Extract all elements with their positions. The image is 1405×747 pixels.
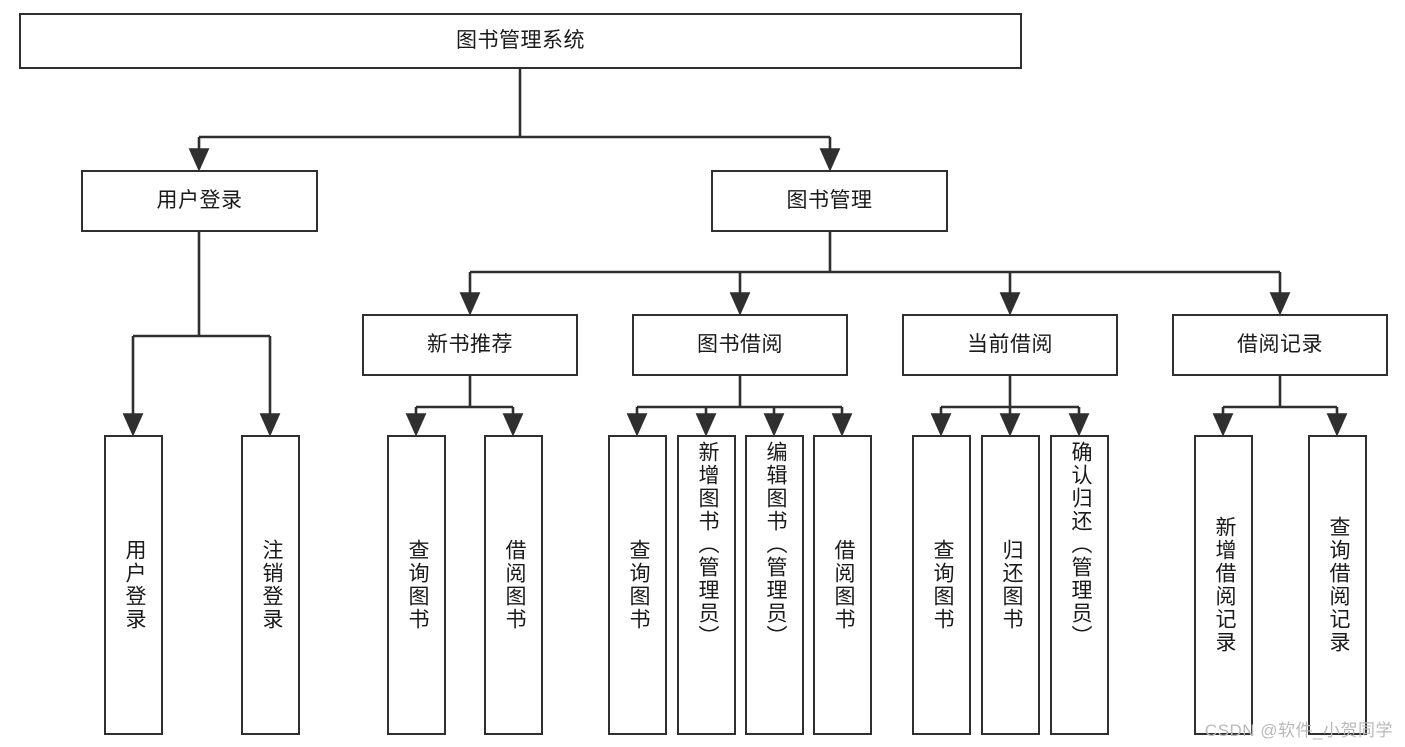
node-leaf-confirm-return-label: 确认归还（管理员） (1068, 441, 1092, 648)
node-leaf-return-book[interactable]: 归还图书 (981, 435, 1040, 735)
node-leaf-confirm-return[interactable]: 确认归还（管理员） (1050, 435, 1109, 735)
node-current-borrow[interactable]: 当前借阅 (902, 314, 1118, 376)
node-leaf-add-book[interactable]: 新增图书（管理员） (677, 435, 736, 735)
node-leaf-borrow-book-2-label: 借阅图书 (831, 539, 855, 631)
watermark-text: CSDN @软件_小贺同学 (1204, 721, 1393, 740)
node-book-borrow-label: 图书借阅 (697, 332, 783, 356)
node-leaf-add-book-label: 新增图书（管理员） (695, 441, 719, 648)
node-leaf-edit-book[interactable]: 编辑图书（管理员） (745, 435, 804, 735)
node-leaf-borrow-book-1-label: 借阅图书 (502, 539, 526, 631)
node-leaf-logout[interactable]: 注销登录 (241, 435, 300, 735)
node-leaf-query-book-3[interactable]: 查询图书 (912, 435, 971, 735)
node-borrow-record[interactable]: 借阅记录 (1172, 314, 1388, 376)
node-leaf-query-book-1-label: 查询图书 (405, 539, 429, 631)
node-leaf-query-record[interactable]: 查询借阅记录 (1308, 435, 1367, 735)
node-current-borrow-label: 当前借阅 (967, 332, 1053, 356)
node-leaf-add-record[interactable]: 新增借阅记录 (1194, 435, 1253, 735)
node-book-management[interactable]: 图书管理 (711, 170, 948, 232)
node-book-management-label: 图书管理 (786, 188, 873, 212)
node-leaf-user-login[interactable]: 用户登录 (104, 435, 163, 735)
node-leaf-user-login-label: 用户登录 (122, 539, 146, 631)
node-leaf-query-book-3-label: 查询图书 (930, 539, 954, 631)
node-root[interactable]: 图书管理系统 (19, 13, 1022, 69)
node-user-login-label: 用户登录 (156, 188, 243, 212)
node-book-borrow[interactable]: 图书借阅 (632, 314, 848, 376)
node-leaf-query-book-1[interactable]: 查询图书 (387, 435, 446, 735)
node-borrow-record-label: 借阅记录 (1237, 332, 1323, 356)
node-user-login[interactable]: 用户登录 (81, 170, 318, 232)
node-leaf-query-book-2[interactable]: 查询图书 (608, 435, 667, 735)
node-root-label: 图书管理系统 (456, 28, 585, 52)
node-leaf-edit-book-label: 编辑图书（管理员） (763, 441, 787, 648)
node-leaf-add-record-label: 新增借阅记录 (1212, 516, 1236, 654)
node-leaf-logout-label: 注销登录 (259, 539, 283, 631)
node-new-book-recommend-label: 新书推荐 (427, 332, 513, 356)
node-leaf-borrow-book-1[interactable]: 借阅图书 (484, 435, 543, 735)
node-leaf-query-record-label: 查询借阅记录 (1326, 516, 1350, 654)
node-leaf-query-book-2-label: 查询图书 (626, 539, 650, 631)
node-leaf-borrow-book-2[interactable]: 借阅图书 (813, 435, 872, 735)
node-leaf-return-book-label: 归还图书 (999, 539, 1023, 631)
node-new-book-recommend[interactable]: 新书推荐 (362, 314, 578, 376)
